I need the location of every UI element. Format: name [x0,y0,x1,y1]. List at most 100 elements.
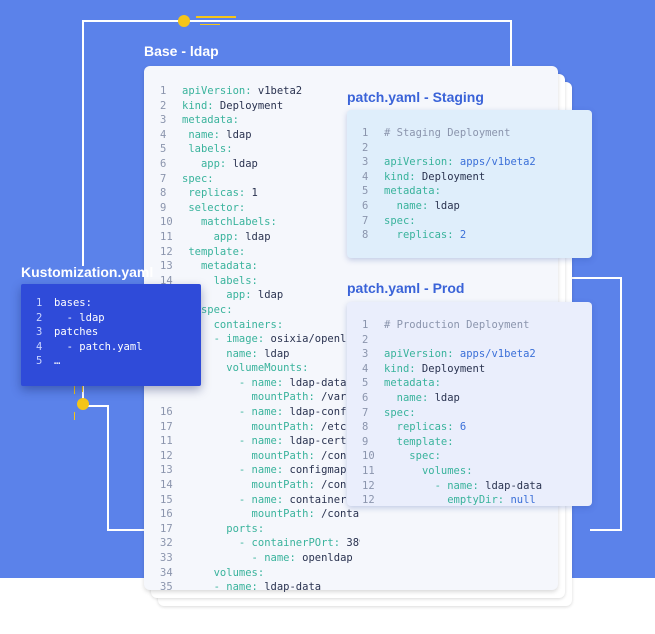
yaml-key: volumes: [213,566,265,579]
line-number: 13 [160,260,173,273]
line-number: 2 [36,311,43,324]
code-line: 8 replicas: 2 [362,228,536,243]
line-indent [182,216,201,228]
left-connector-dash-2 [82,386,83,392]
yaml-value: ldap-data [257,581,322,594]
yaml-key: - name: [238,406,284,419]
line-number: 6 [362,199,369,212]
yaml-key: apiVersion: [384,156,454,169]
line-number: 12 [160,449,173,462]
kustomization-card [21,284,201,386]
code-line: 12 template: [160,245,360,260]
yaml-value: ldap [226,157,258,170]
line-number: 5 [362,185,369,198]
line-number: 1 [362,127,369,139]
code-line: 5… [36,354,143,369]
line-number: 10 [362,450,375,463]
code-line: - image: osixia/openldap [160,332,360,347]
code-line: 12 mountPath: /conta [160,449,360,464]
line-number: 15 [160,493,173,506]
line-number: 9 [160,201,167,214]
connector-bottom-left-v2 [107,405,109,530]
yaml-key: selector: [188,201,246,214]
line-indent [384,436,397,448]
code-line: 14 labels: [160,274,360,289]
code-line: 11 - name: ldap-certs [160,434,360,449]
yaml-key: apiVersion: [182,85,252,97]
code-line: 12 - name: ldap-data [362,479,542,494]
yaml-key: template: [188,245,246,258]
yaml-value: configmap-v [283,464,360,477]
line-indent [182,537,239,549]
yaml-value: bases: [54,297,92,309]
code-line: 15 - name: container-r [160,493,360,508]
code-line: 17 mountPath: /etc/l [160,420,360,435]
line-indent [384,480,435,492]
yaml-value: ldap-config [283,406,360,419]
yaml-key: labels: [188,143,233,156]
yaml-value: ldap [238,230,271,243]
line-number: 4 [362,170,369,183]
line-number: 11 [362,464,375,477]
code-line: 14 mountPath: /conta [160,478,360,493]
yaml-value: 1 [245,187,258,200]
yaml-key: replicas: [396,421,454,434]
yaml-key: mountPath: [251,420,315,433]
code-line: 6 app: ldap [160,157,360,172]
yaml-value: ldap [257,347,290,360]
line-number: 32 [160,537,173,550]
base-title: Base - ldap [144,43,219,59]
connector-right-h2 [590,529,622,531]
line-number: 1 [362,319,369,331]
code-line: spec: [160,303,360,318]
yaml-value: osixia/openldap [264,333,361,346]
line-number: 7 [160,172,167,185]
line-number: 5 [160,143,167,156]
yaml-key: emptyDir: [447,494,505,507]
line-indent [182,479,252,491]
line-number: 9 [362,435,369,448]
line-number: 11 [160,230,173,243]
top-connector-dash-1 [196,16,236,18]
left-connector-dot [77,398,89,410]
yaml-key: - name: [434,479,479,492]
yaml-key: metadata: [384,377,441,390]
yaml-value: patches [54,326,99,339]
line-number: 3 [160,114,167,127]
yaml-key: app: [226,289,252,302]
connector-bottom-left-h1 [82,405,108,407]
yaml-key: spec: [409,450,441,463]
yaml-value: container-r [283,493,360,506]
code-line: 10 matchLabels: [160,215,360,230]
yaml-key: - name: [238,435,284,448]
line-indent [384,392,397,404]
code-line: 13 - name: configmap-v [160,463,360,478]
yaml-value: ldap-data [478,479,543,492]
code-line: - name: ldap-data [160,376,360,391]
yaml-value: apps/v1beta2 [453,348,536,361]
line-number: 1 [36,297,43,309]
yaml-key: spec: [384,214,416,227]
line-indent [54,341,67,353]
top-connector-dot [178,15,190,27]
line-number: 8 [160,187,167,200]
yaml-key: - name: [238,493,284,506]
code-line: 2 [362,141,536,156]
yaml-key: template: [396,435,454,448]
line-indent [182,450,252,462]
code-line: 11 app: ldap [160,230,360,245]
yaml-key: kind: [384,170,416,183]
yaml-key: spec: [182,172,214,185]
code-line: 5 labels: [160,142,360,157]
yaml-key: mountPath: [251,391,315,404]
yaml-key: apiVersion: [384,348,454,361]
line-number: 1 [160,85,167,97]
code-line: 8 replicas: 6 [362,420,542,435]
line-number: 14 [160,479,173,492]
line-number: 5 [362,377,369,390]
yaml-value: ldap-data [283,376,347,389]
